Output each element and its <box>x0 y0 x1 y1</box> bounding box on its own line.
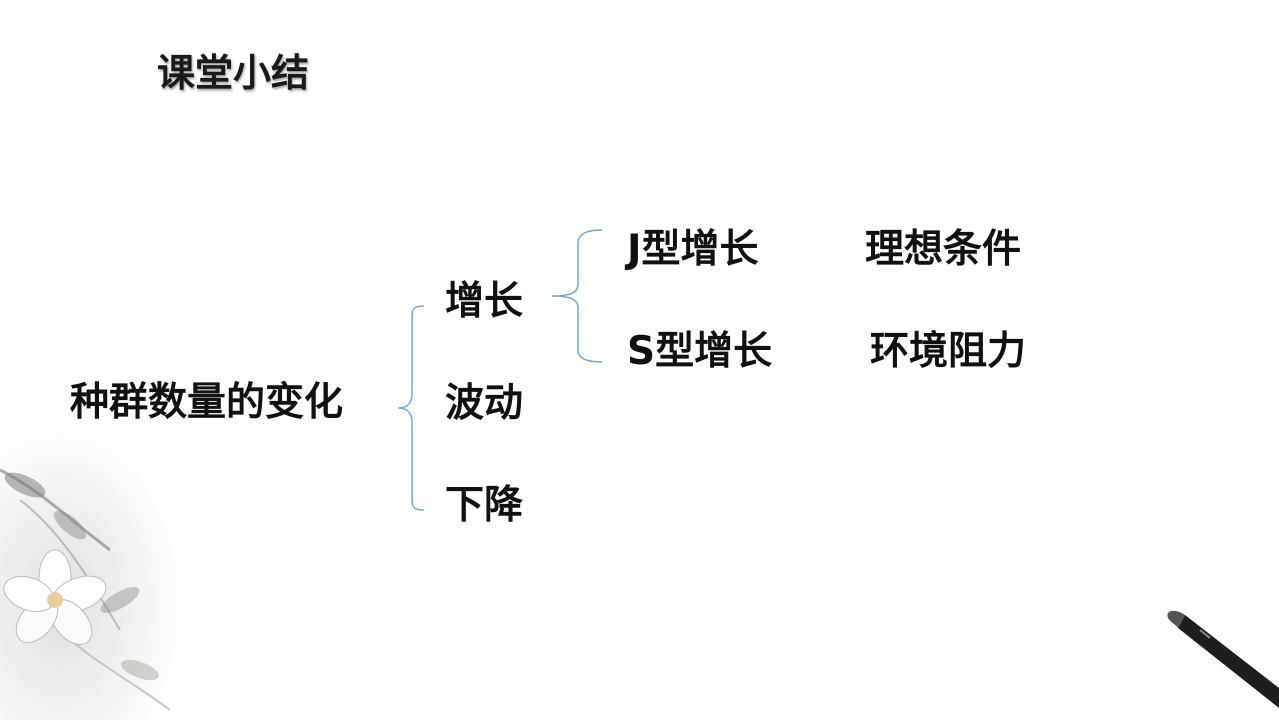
node-j-growth: J型增长 <box>627 227 759 272</box>
growth-bracket <box>551 229 603 363</box>
node-fluctuation: 波动 <box>445 381 524 426</box>
root-node: 种群数量的变化 <box>70 380 344 425</box>
node-growth: 增长 <box>445 279 524 324</box>
node-s-growth: S型增长 <box>627 329 773 374</box>
page-title: 课堂小结 <box>157 51 310 95</box>
condition-resistance: 环境阻力 <box>870 329 1027 374</box>
node-decline: 下降 <box>445 483 524 528</box>
condition-ideal: 理想条件 <box>865 227 1022 272</box>
ink-flower-decoration <box>0 430 200 720</box>
root-bracket <box>397 305 425 511</box>
brush-decoration <box>1167 610 1279 708</box>
